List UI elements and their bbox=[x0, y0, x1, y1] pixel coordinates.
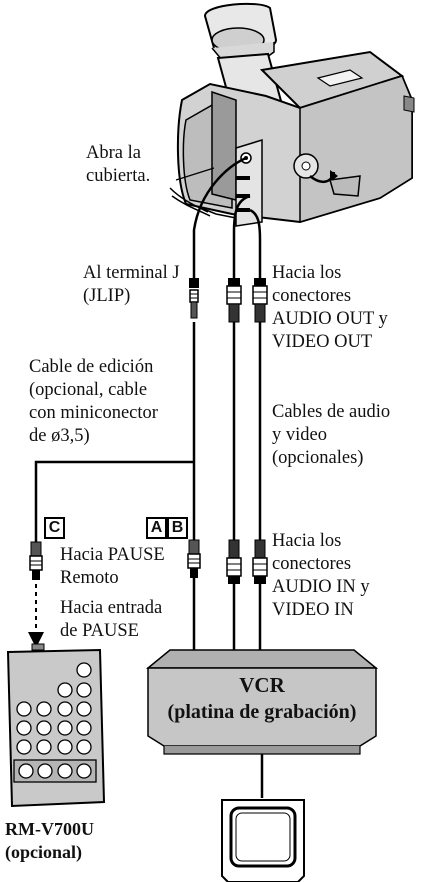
j-terminal-label: Al terminal J (JLIP) bbox=[83, 263, 180, 306]
edit-cable-vcr-plug bbox=[187, 539, 201, 578]
vcr-subtitle: (platina de grabación) bbox=[167, 701, 357, 723]
lower-plugs bbox=[29, 539, 268, 584]
tv-icon bbox=[221, 799, 305, 882]
j-terminal-plug bbox=[189, 278, 199, 319]
box-label-b: B bbox=[167, 517, 188, 539]
cover-leader-line bbox=[175, 167, 215, 181]
upper-plugs bbox=[189, 278, 268, 323]
video-out-plug bbox=[252, 278, 268, 323]
edit-cable-label: Cable de edición (opcional, cable con mi… bbox=[29, 357, 158, 446]
pause-input-label: Hacia entrada de PAUSE bbox=[60, 598, 163, 641]
audio-out-plug bbox=[226, 278, 242, 323]
camcorder-illustration bbox=[169, 2, 415, 227]
audio-in-plug bbox=[226, 539, 242, 584]
pause-remote-plug bbox=[29, 541, 43, 580]
vcr-title: VCR bbox=[239, 673, 285, 697]
remote-control-icon bbox=[6, 643, 106, 808]
audio-video-out-label: Hacia los conectores AUDIO OUT y VIDEO O… bbox=[272, 263, 388, 352]
audio-video-in-label: Hacia los conectores AUDIO IN y VIDEO IN bbox=[272, 531, 370, 620]
box-label-c: C bbox=[44, 517, 65, 539]
video-in-plug bbox=[252, 539, 268, 584]
av-cables-label: Cables de audio y video (opcionales) bbox=[272, 402, 391, 468]
open-cover-label: Abra la cubierta. bbox=[86, 143, 151, 186]
remote-model-label: RM-V700U (opcional) bbox=[5, 819, 94, 862]
box-label-a: A bbox=[146, 517, 167, 539]
pause-remote-label: Hacia PAUSE Remoto bbox=[60, 545, 165, 588]
